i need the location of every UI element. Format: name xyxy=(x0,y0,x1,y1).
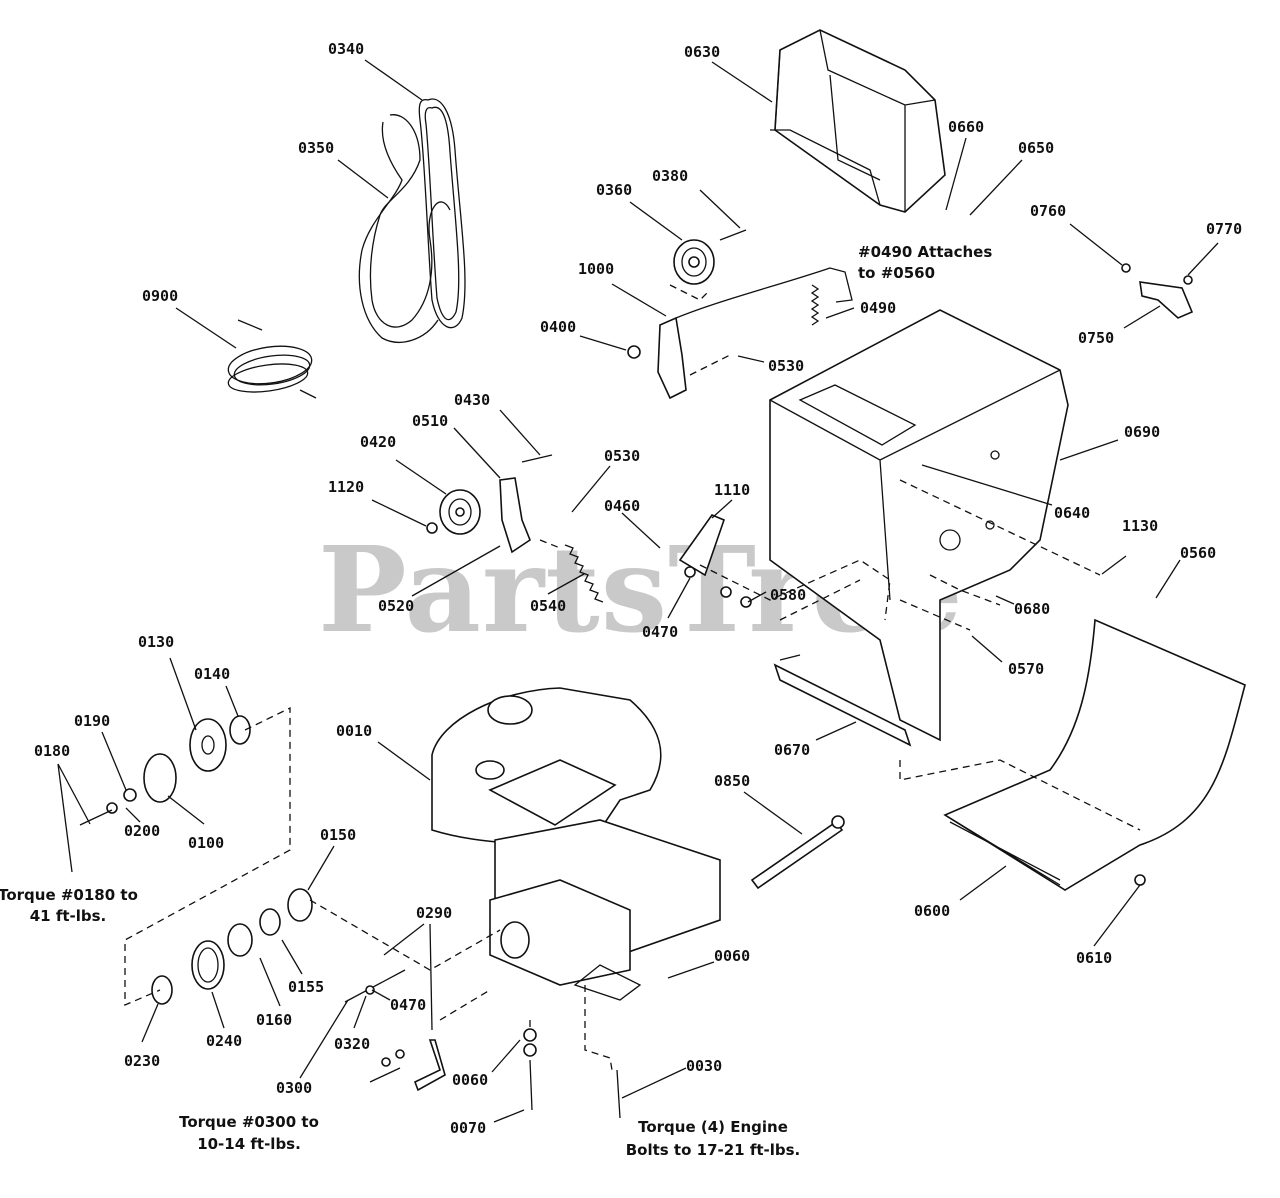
label-0380: 0380 xyxy=(652,167,688,185)
note-torque0180-line2: 41 ft-lbs. xyxy=(30,907,107,925)
chute-cover-0630 xyxy=(770,29,946,213)
note-engine-line2: Bolts to 17-21 ft-lbs. xyxy=(626,1141,801,1159)
label-0490: 0490 xyxy=(860,299,896,317)
shield-0600 xyxy=(943,618,1246,891)
label-0010: 0010 xyxy=(336,722,372,740)
label-0155: 0155 xyxy=(288,978,324,996)
label-0290: 0290 xyxy=(416,904,452,922)
belt-0340 xyxy=(418,98,466,329)
leader-lines xyxy=(57,59,1219,1123)
label-0510: 0510 xyxy=(412,412,448,430)
label-0160: 0160 xyxy=(256,1011,292,1029)
label-0770: 0770 xyxy=(1206,220,1242,238)
label-0650: 0650 xyxy=(1018,139,1054,157)
assembly-notes: #0490 Attaches to #0560 Torque #0180 to … xyxy=(0,243,992,1159)
pulley-0360 xyxy=(673,229,747,285)
bracket-0510 xyxy=(499,454,553,554)
label-0760: 0760 xyxy=(1030,202,1066,220)
engine-0010 xyxy=(431,687,721,1001)
label-1120: 1120 xyxy=(328,478,364,496)
spring-0540 xyxy=(564,544,604,603)
pulley-stack-lower xyxy=(151,888,313,1005)
label-1110: 1110 xyxy=(714,481,750,499)
label-0530-upper: 0530 xyxy=(768,357,804,375)
label-0300: 0300 xyxy=(276,1079,312,1097)
spring-0490 xyxy=(810,284,820,326)
label-0130: 0130 xyxy=(138,633,174,651)
label-0140: 0140 xyxy=(194,665,230,683)
label-0530-lower: 0530 xyxy=(604,447,640,465)
label-0570: 0570 xyxy=(1008,660,1044,678)
note-engine-line1: Torque (4) Engine xyxy=(638,1118,788,1136)
bolt-0850 xyxy=(750,815,845,890)
label-0600: 0600 xyxy=(914,902,950,920)
label-1130: 1130 xyxy=(1122,517,1158,535)
label-0610: 0610 xyxy=(1076,949,1112,967)
label-0340: 0340 xyxy=(328,40,364,58)
label-0630: 0630 xyxy=(684,43,720,61)
part-number-labels: 0340 0350 0630 0660 0650 0360 0380 0760 … xyxy=(34,40,1242,1137)
belt-0350 xyxy=(358,114,451,343)
label-0540: 0540 xyxy=(530,597,566,615)
label-1000: 1000 xyxy=(578,260,614,278)
cable-0900 xyxy=(227,319,317,399)
note-torque0300-line2: 10-14 ft-lbs. xyxy=(197,1135,301,1153)
label-0360: 0360 xyxy=(596,181,632,199)
label-0560: 0560 xyxy=(1180,544,1216,562)
label-0640: 0640 xyxy=(1054,504,1090,522)
label-0580: 0580 xyxy=(770,586,806,604)
label-0180: 0180 xyxy=(34,742,70,760)
label-0190: 0190 xyxy=(74,712,110,730)
note-attach-line1: #0490 Attaches xyxy=(858,243,992,261)
label-0750: 0750 xyxy=(1078,329,1114,347)
label-0400: 0400 xyxy=(540,318,576,336)
label-0230: 0230 xyxy=(124,1052,160,1070)
label-0470-upper: 0470 xyxy=(642,623,678,641)
assembly-dashed-lines xyxy=(124,284,1141,1071)
pulley-stack-upper xyxy=(79,715,251,826)
label-0320: 0320 xyxy=(334,1035,370,1053)
label-0430: 0430 xyxy=(454,391,490,409)
label-0420: 0420 xyxy=(360,433,396,451)
label-0060-lower: 0060 xyxy=(452,1071,488,1089)
bracket-1110 xyxy=(678,514,752,608)
label-0460: 0460 xyxy=(604,497,640,515)
key-and-bolts xyxy=(344,969,621,1119)
label-0350: 0350 xyxy=(298,139,334,157)
pulley-0420 xyxy=(426,489,481,535)
label-0520: 0520 xyxy=(378,597,414,615)
frame-housing-0690 xyxy=(769,309,1069,742)
label-0100: 0100 xyxy=(188,834,224,852)
label-0900: 0900 xyxy=(142,287,178,305)
label-0200: 0200 xyxy=(124,822,160,840)
label-0060-right: 0060 xyxy=(714,947,750,965)
label-0240: 0240 xyxy=(206,1032,242,1050)
label-0070: 0070 xyxy=(450,1119,486,1137)
note-torque0300-line1: Torque #0300 to xyxy=(179,1113,319,1131)
label-0690: 0690 xyxy=(1124,423,1160,441)
label-0850: 0850 xyxy=(714,772,750,790)
note-torque0180-line1: Torque #0180 to xyxy=(0,886,138,904)
label-0670: 0670 xyxy=(774,741,810,759)
label-0470-lower: 0470 xyxy=(390,996,426,1014)
label-0150: 0150 xyxy=(320,826,356,844)
label-0680: 0680 xyxy=(1014,600,1050,618)
idler-bracket-1000 xyxy=(627,267,853,400)
note-attach-line2: to #0560 xyxy=(858,264,935,282)
brace-0670 xyxy=(773,654,912,747)
label-0030: 0030 xyxy=(686,1057,722,1075)
label-0660: 0660 xyxy=(948,118,984,136)
bracket-0750 xyxy=(1121,263,1194,319)
